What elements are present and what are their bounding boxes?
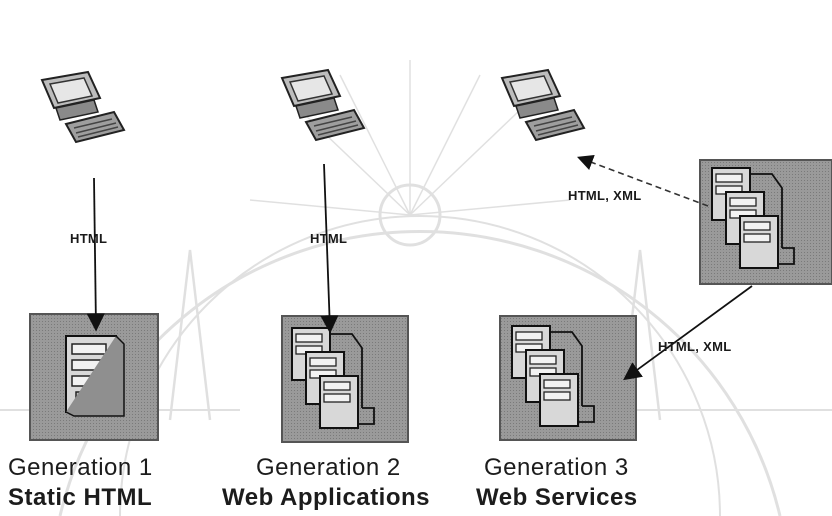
generation-3-title: Generation 3 bbox=[484, 454, 629, 482]
generation-1-title: Generation 1 bbox=[8, 454, 153, 482]
generation-2-subtitle: Web Applications bbox=[222, 484, 430, 512]
generation-1-subtitle: Static HTML bbox=[8, 484, 152, 512]
edge-label: HTML, XML bbox=[658, 339, 731, 354]
watermark-seal bbox=[0, 60, 832, 516]
generation-2-title: Generation 2 bbox=[256, 454, 401, 482]
client-computer-icon bbox=[502, 70, 584, 140]
edge-gen2-line bbox=[324, 164, 330, 330]
client-computer-icon bbox=[42, 72, 124, 142]
edge-gen1-line bbox=[94, 178, 96, 328]
edge-label: HTML bbox=[310, 231, 347, 246]
edge-label: HTML, XML bbox=[568, 188, 641, 203]
generation-3-subtitle: Web Services bbox=[476, 484, 638, 512]
client-computer-icon bbox=[282, 70, 364, 140]
web-server-icon bbox=[66, 336, 124, 416]
edge-label: HTML bbox=[70, 231, 107, 246]
